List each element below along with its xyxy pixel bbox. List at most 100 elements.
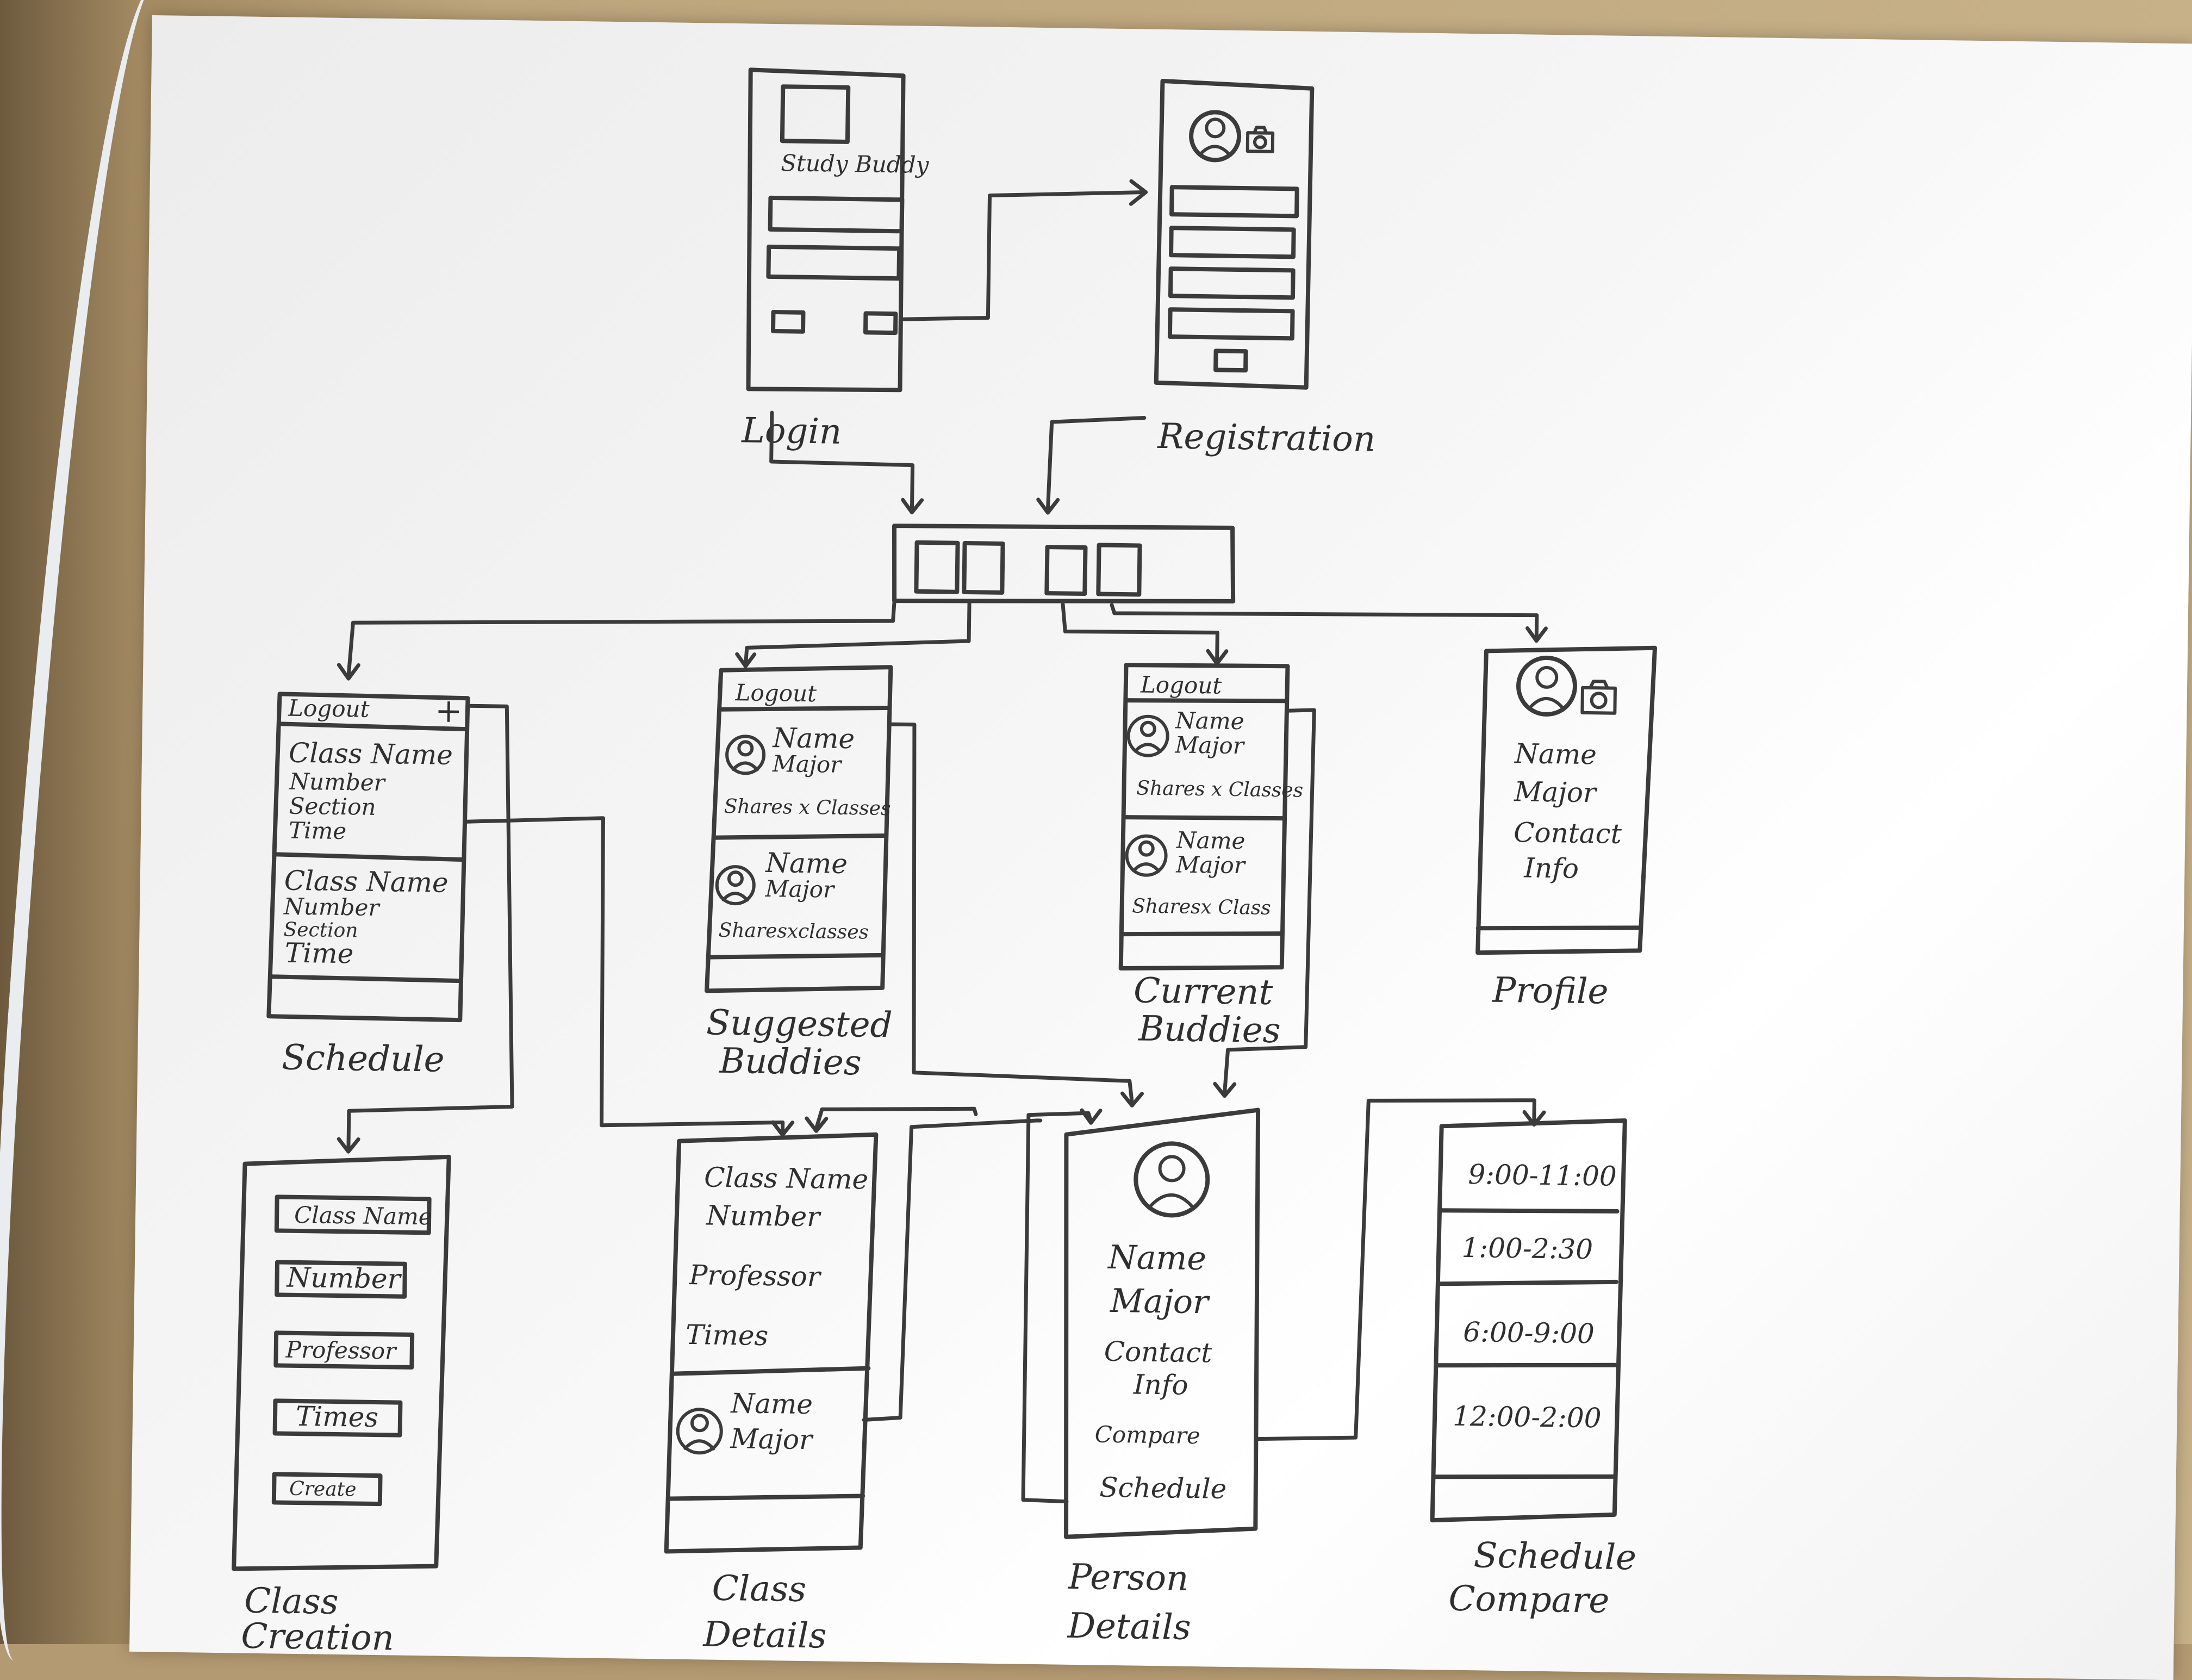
suggested-item-2-major: Major <box>764 875 836 903</box>
person-major: Major <box>1110 1282 1211 1322</box>
schedule-logout[interactable]: Logout <box>288 695 370 723</box>
class-creation-label-line1: Class <box>244 1581 339 1622</box>
tab-schedule[interactable] <box>914 540 960 594</box>
buddy-avatar-icon <box>715 865 756 906</box>
create-button[interactable] <box>271 1472 383 1507</box>
schedule-item-1-name: Class Name <box>289 737 453 771</box>
buddy-avatar-icon <box>725 735 766 775</box>
current-logout[interactable]: Logout <box>1140 671 1222 699</box>
creation-field-number[interactable] <box>275 1260 407 1299</box>
current-label-line1: Current <box>1134 970 1273 1013</box>
registration-field-3[interactable] <box>1168 266 1296 300</box>
class-details-member-major: Major <box>730 1423 814 1455</box>
avatar-icon <box>1516 655 1578 717</box>
compare-schedule-link-line1[interactable]: Compare <box>1094 1421 1200 1449</box>
creation-field-professor[interactable] <box>273 1330 415 1370</box>
camera-icon[interactable] <box>1246 126 1275 153</box>
creation-field-professor-text: Professor <box>285 1336 397 1365</box>
class-details-number: Number <box>706 1199 822 1233</box>
registration-field-4[interactable] <box>1167 307 1295 341</box>
logo-placeholder <box>780 84 851 144</box>
current-item-1-shares: Shares x Classes <box>1136 777 1303 801</box>
class-details-name: Class Name <box>704 1161 869 1195</box>
profile-label: Profile <box>1492 970 1609 1012</box>
login-label: Login <box>741 410 842 452</box>
schedule-label: Schedule <box>282 1038 445 1080</box>
person-name: Name <box>1107 1239 1207 1278</box>
class-creation-label-line2: Creation <box>241 1616 395 1659</box>
person-contact-line1: Contact <box>1104 1336 1212 1369</box>
suggested-logout[interactable]: Logout <box>734 679 817 707</box>
schedule-compare-screen: 9:00-11:00 1:00-2:30 6:00-9:00 12:00-2:0… <box>1430 1118 1636 1621</box>
schedule-item-2-time: Time <box>285 937 354 970</box>
registration-field-1[interactable] <box>1169 185 1299 219</box>
tab-profile[interactable] <box>1096 543 1142 597</box>
registration-submit-button[interactable] <box>1213 349 1248 373</box>
person-details-label-line1: Person <box>1068 1557 1189 1599</box>
suggested-label-line2: Buddies <box>719 1041 862 1084</box>
schedule-compare-label-line2: Compare <box>1448 1579 1610 1621</box>
class-details-label-line1: Class <box>712 1569 806 1610</box>
suggested-label-line1: Suggested <box>706 1003 893 1046</box>
schedule-compare-label-line1: Schedule <box>1473 1535 1636 1578</box>
current-buddies-screen: Logout Name Major Shares x Classes Name … <box>1118 663 1303 1051</box>
schedule-item-1-number: Number <box>289 768 387 796</box>
suggested-item-1-name: Name <box>772 722 855 755</box>
schedule-item-1-time: Time <box>289 817 347 844</box>
login-app-title: Study Buddy <box>781 150 930 178</box>
avatar-icon <box>1189 110 1242 163</box>
sketch-paper: Study Buddy Login Registration <box>129 15 2192 1680</box>
member-avatar-icon <box>676 1408 723 1455</box>
registration-label: Registration <box>1157 416 1376 460</box>
registration-screen: Registration <box>1154 78 1376 460</box>
tab-suggested-buddies[interactable] <box>962 540 1005 595</box>
person-details-screen: Name Major Contact Info Compare Schedule… <box>1064 1107 1261 1648</box>
suggested-item-1-major: Major <box>772 750 843 778</box>
compare-schedule-link-line2[interactable]: Schedule <box>1099 1472 1227 1505</box>
class-details-times: Times <box>686 1319 769 1352</box>
registration-field-2[interactable] <box>1169 226 1296 259</box>
profile-contact-line2: Info <box>1523 852 1579 884</box>
buddy-avatar-icon <box>1125 834 1168 877</box>
current-item-1-major: Major <box>1174 731 1246 759</box>
flow-connectors <box>337 179 1548 1504</box>
current-item-1-name: Name <box>1175 707 1244 735</box>
schedule-item-2-name: Class Name <box>284 865 449 899</box>
current-item-2-shares: Sharesx Class <box>1132 895 1271 919</box>
person-avatar-icon <box>1134 1141 1210 1218</box>
current-label-line2: Buddies <box>1138 1009 1281 1051</box>
class-details-professor: Professor <box>688 1259 822 1292</box>
profile-name: Name <box>1514 738 1597 770</box>
creation-field-class-name-text: Class Name <box>294 1202 432 1230</box>
creation-field-times[interactable] <box>272 1398 403 1438</box>
person-contact-line2: Info <box>1133 1368 1188 1401</box>
creation-field-class-name[interactable] <box>274 1194 432 1235</box>
login-password-field[interactable] <box>766 244 902 281</box>
class-creation-screen: Class Name Number Professor Times Create… <box>232 1154 451 1659</box>
wireframe-sketch: Study Buddy Login Registration <box>232 67 1658 1659</box>
suggested-item-2-shares: Sharesxclasses <box>718 919 869 944</box>
login-button[interactable] <box>770 310 806 334</box>
class-details-screen: Class Name Number Professor Times Name M… <box>664 1132 879 1657</box>
suggested-buddies-screen: Logout Name Major Shares x Classes Name … <box>705 665 893 1084</box>
creation-field-number-text: Number <box>286 1262 402 1295</box>
buddy-avatar-icon <box>1126 714 1169 757</box>
current-item-2-major: Major <box>1175 851 1247 879</box>
camera-icon[interactable] <box>1580 680 1617 715</box>
suggested-item-2-name: Name <box>765 847 848 880</box>
class-details-label-line2: Details <box>702 1614 827 1656</box>
schedule-item-2-section: Section <box>283 919 358 942</box>
tab-current-buddies[interactable] <box>1044 545 1088 596</box>
register-button[interactable] <box>863 311 898 335</box>
login-screen: Study Buddy Login <box>741 67 930 452</box>
current-item-2-name: Name <box>1176 826 1246 854</box>
login-username-field[interactable] <box>768 195 905 234</box>
schedule-item-2-number: Number <box>283 893 381 921</box>
compare-slot-3: 6:00-9:00 <box>1463 1316 1595 1349</box>
tab-bar <box>892 524 1236 603</box>
schedule-screen: Logout + Class Name Number Section Time … <box>266 692 470 1080</box>
class-details-member-name: Name <box>730 1387 813 1420</box>
profile-contact-line1: Contact <box>1514 817 1622 850</box>
person-details-label-line2: Details <box>1067 1606 1191 1648</box>
add-class-button[interactable]: + <box>435 692 463 730</box>
